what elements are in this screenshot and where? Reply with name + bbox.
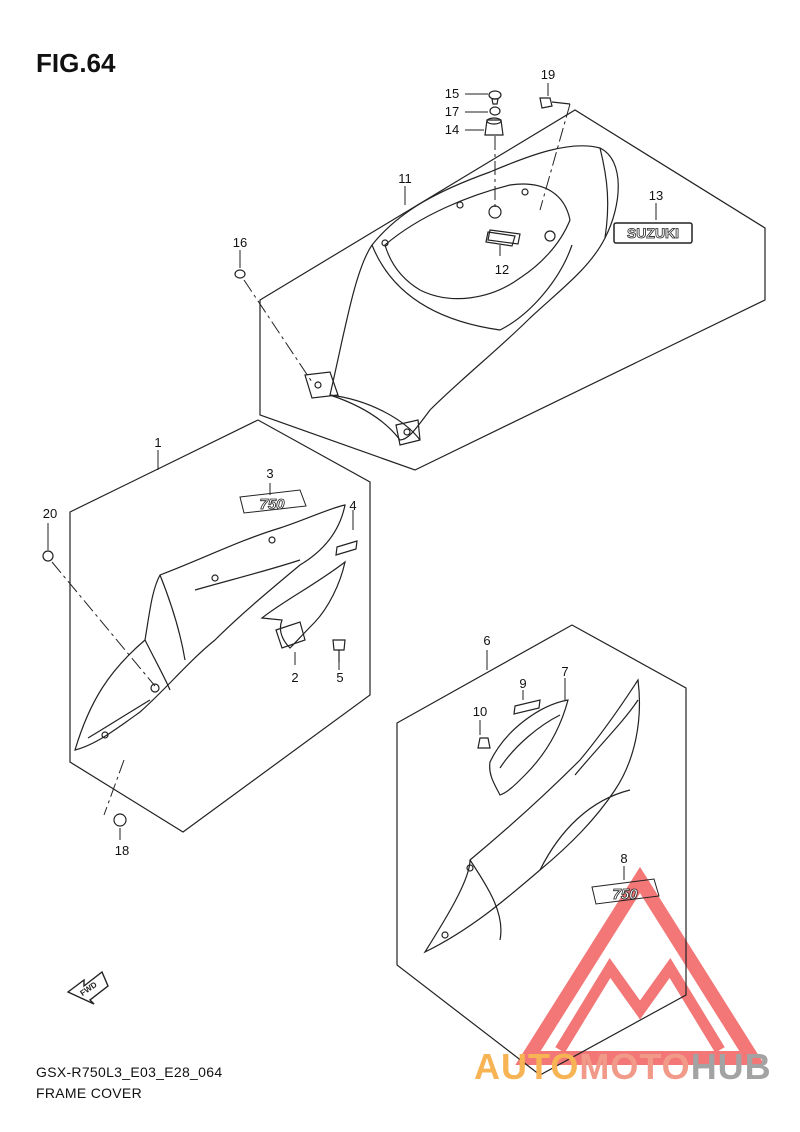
svg-text:750: 750 (612, 886, 638, 903)
callout-20: 20 (43, 506, 57, 521)
callout-4: 4 (349, 498, 356, 513)
right-cover-frame (396, 624, 687, 1076)
watermark-part-3: HUB (690, 1046, 772, 1087)
leader-ticks (47, 83, 657, 880)
callout-1: 1 (154, 435, 161, 450)
emblem-750-right: 750 (591, 878, 660, 905)
callout-7: 7 (561, 664, 568, 679)
watermark-brand: AUTOMOTOHUB (474, 1046, 772, 1088)
trim-part (489, 699, 569, 796)
callout-13: 13 (649, 188, 663, 203)
model-code: GSX-R750L3_E03_E28_064 (36, 1064, 223, 1080)
decal-4 (335, 540, 358, 556)
callout-17: 17 (445, 104, 459, 119)
left-cover-part (74, 504, 346, 751)
leader-lines (51, 103, 571, 816)
callout-11: 11 (398, 171, 412, 186)
callout-18: 18 (115, 843, 129, 858)
callout-9: 9 (519, 676, 526, 691)
left-cover-frame (69, 419, 371, 833)
callout-12: 12 (495, 262, 509, 277)
callout-5: 5 (336, 670, 343, 685)
inner-panel-part (260, 560, 346, 649)
callout-15: 15 (445, 86, 459, 101)
right-cover-part (423, 678, 641, 954)
callout-3: 3 (266, 466, 273, 481)
fwd-arrow-icon: FWD (66, 970, 109, 1005)
decal-12 (485, 231, 516, 247)
decal-9 (513, 699, 541, 715)
callout-numbers: 1 2 3 4 5 6 7 8 9 10 11 12 13 14 15 16 1… (43, 67, 663, 866)
watermark-logo (515, 866, 765, 1065)
fasteners-top (42, 90, 571, 827)
callout-14: 14 (445, 122, 459, 137)
svg-text:SUZUKI: SUZUKI (627, 225, 679, 241)
callout-2: 2 (291, 670, 298, 685)
decals (335, 231, 541, 715)
callout-16: 16 (233, 235, 247, 250)
watermark-part-2: MOTO (579, 1046, 691, 1087)
emblem-750-left: 750 (239, 489, 307, 514)
callout-19: 19 (541, 67, 555, 82)
svg-text:750: 750 (259, 496, 285, 513)
suzuki-emblem: SUZUKI (613, 222, 693, 244)
callout-10: 10 (473, 704, 487, 719)
callout-8: 8 (620, 851, 627, 866)
figure-caption: FRAME COVER (36, 1085, 142, 1101)
seat-cowl-part (304, 145, 619, 446)
callout-6: 6 (483, 633, 490, 648)
seat-cowl-frame (259, 109, 766, 471)
figure-title: FIG.64 (36, 48, 116, 78)
watermark-part-1: AUTO (474, 1046, 580, 1087)
